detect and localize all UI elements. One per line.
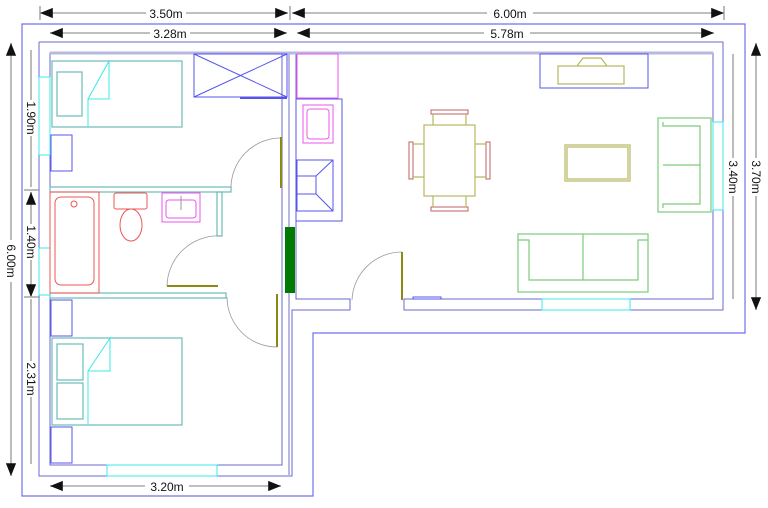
tv-unit [539, 53, 649, 89]
kitchen-sink-icon [302, 104, 334, 144]
bedroom1-furniture [50, 53, 288, 172]
window-bedroom1 [38, 76, 51, 156]
dining-table-icon [408, 109, 491, 212]
door-entrance[interactable] [351, 251, 403, 301]
dimension-lines [5, 6, 762, 492]
window-bedroom2 [106, 464, 218, 477]
dim-left-bathroom: 1.40m [24, 225, 38, 258]
bathroom-fixtures [49, 191, 201, 294]
counter [295, 98, 343, 222]
window-living-bottom [541, 298, 631, 311]
stove-icon [296, 159, 334, 212]
bed-icon [51, 337, 183, 426]
window-bathroom [38, 247, 51, 296]
toilet-icon [113, 192, 148, 242]
door-bedroom1[interactable] [230, 137, 282, 189]
dim-bottom-bedroom2: 3.20m [150, 480, 183, 494]
site-boundary [21, 23, 746, 497]
tv-icon [557, 57, 625, 85]
walls [38, 41, 724, 477]
dim-left-overall: 6.00m [4, 244, 18, 277]
living-furniture [408, 53, 712, 300]
dim-right-overall: 3.70m [749, 160, 763, 193]
door-bedroom2[interactable] [226, 294, 278, 348]
sofa-icon [517, 233, 649, 293]
bathtub-icon [49, 191, 100, 294]
dim-top-inner-left: 3.28m [153, 27, 186, 41]
dim-top-overall-right: 6.00m [493, 7, 526, 21]
armchair-icon [657, 117, 712, 213]
windows [38, 76, 724, 477]
dim-top-overall-left: 3.50m [149, 7, 182, 21]
green-panel [285, 227, 295, 293]
dim-top-inner-right: 5.78m [490, 27, 523, 41]
kitchen-fixtures [295, 53, 343, 222]
door-bathroom[interactable] [166, 235, 222, 287]
nightstand-icon [50, 299, 73, 337]
coffee-table-icon [564, 144, 631, 182]
nightstand-icon [50, 426, 73, 464]
bed-icon [51, 60, 183, 128]
nightstand-icon [50, 134, 73, 172]
dim-left-bedroom1: 1.90m [24, 101, 38, 134]
dim-right-inner: 3.40m [726, 160, 740, 193]
window-living-right [712, 121, 724, 211]
fridge-icon [296, 53, 339, 99]
wardrobe-icon [193, 53, 288, 99]
dim-left-bedroom2: 2.31m [24, 362, 38, 395]
dimension-labels: 3.50m 6.00m 3.28m 5.78m 6.00m 1.90m 1.40… [4, 5, 763, 494]
sink-icon [161, 192, 201, 223]
bedroom2-furniture [50, 299, 183, 464]
